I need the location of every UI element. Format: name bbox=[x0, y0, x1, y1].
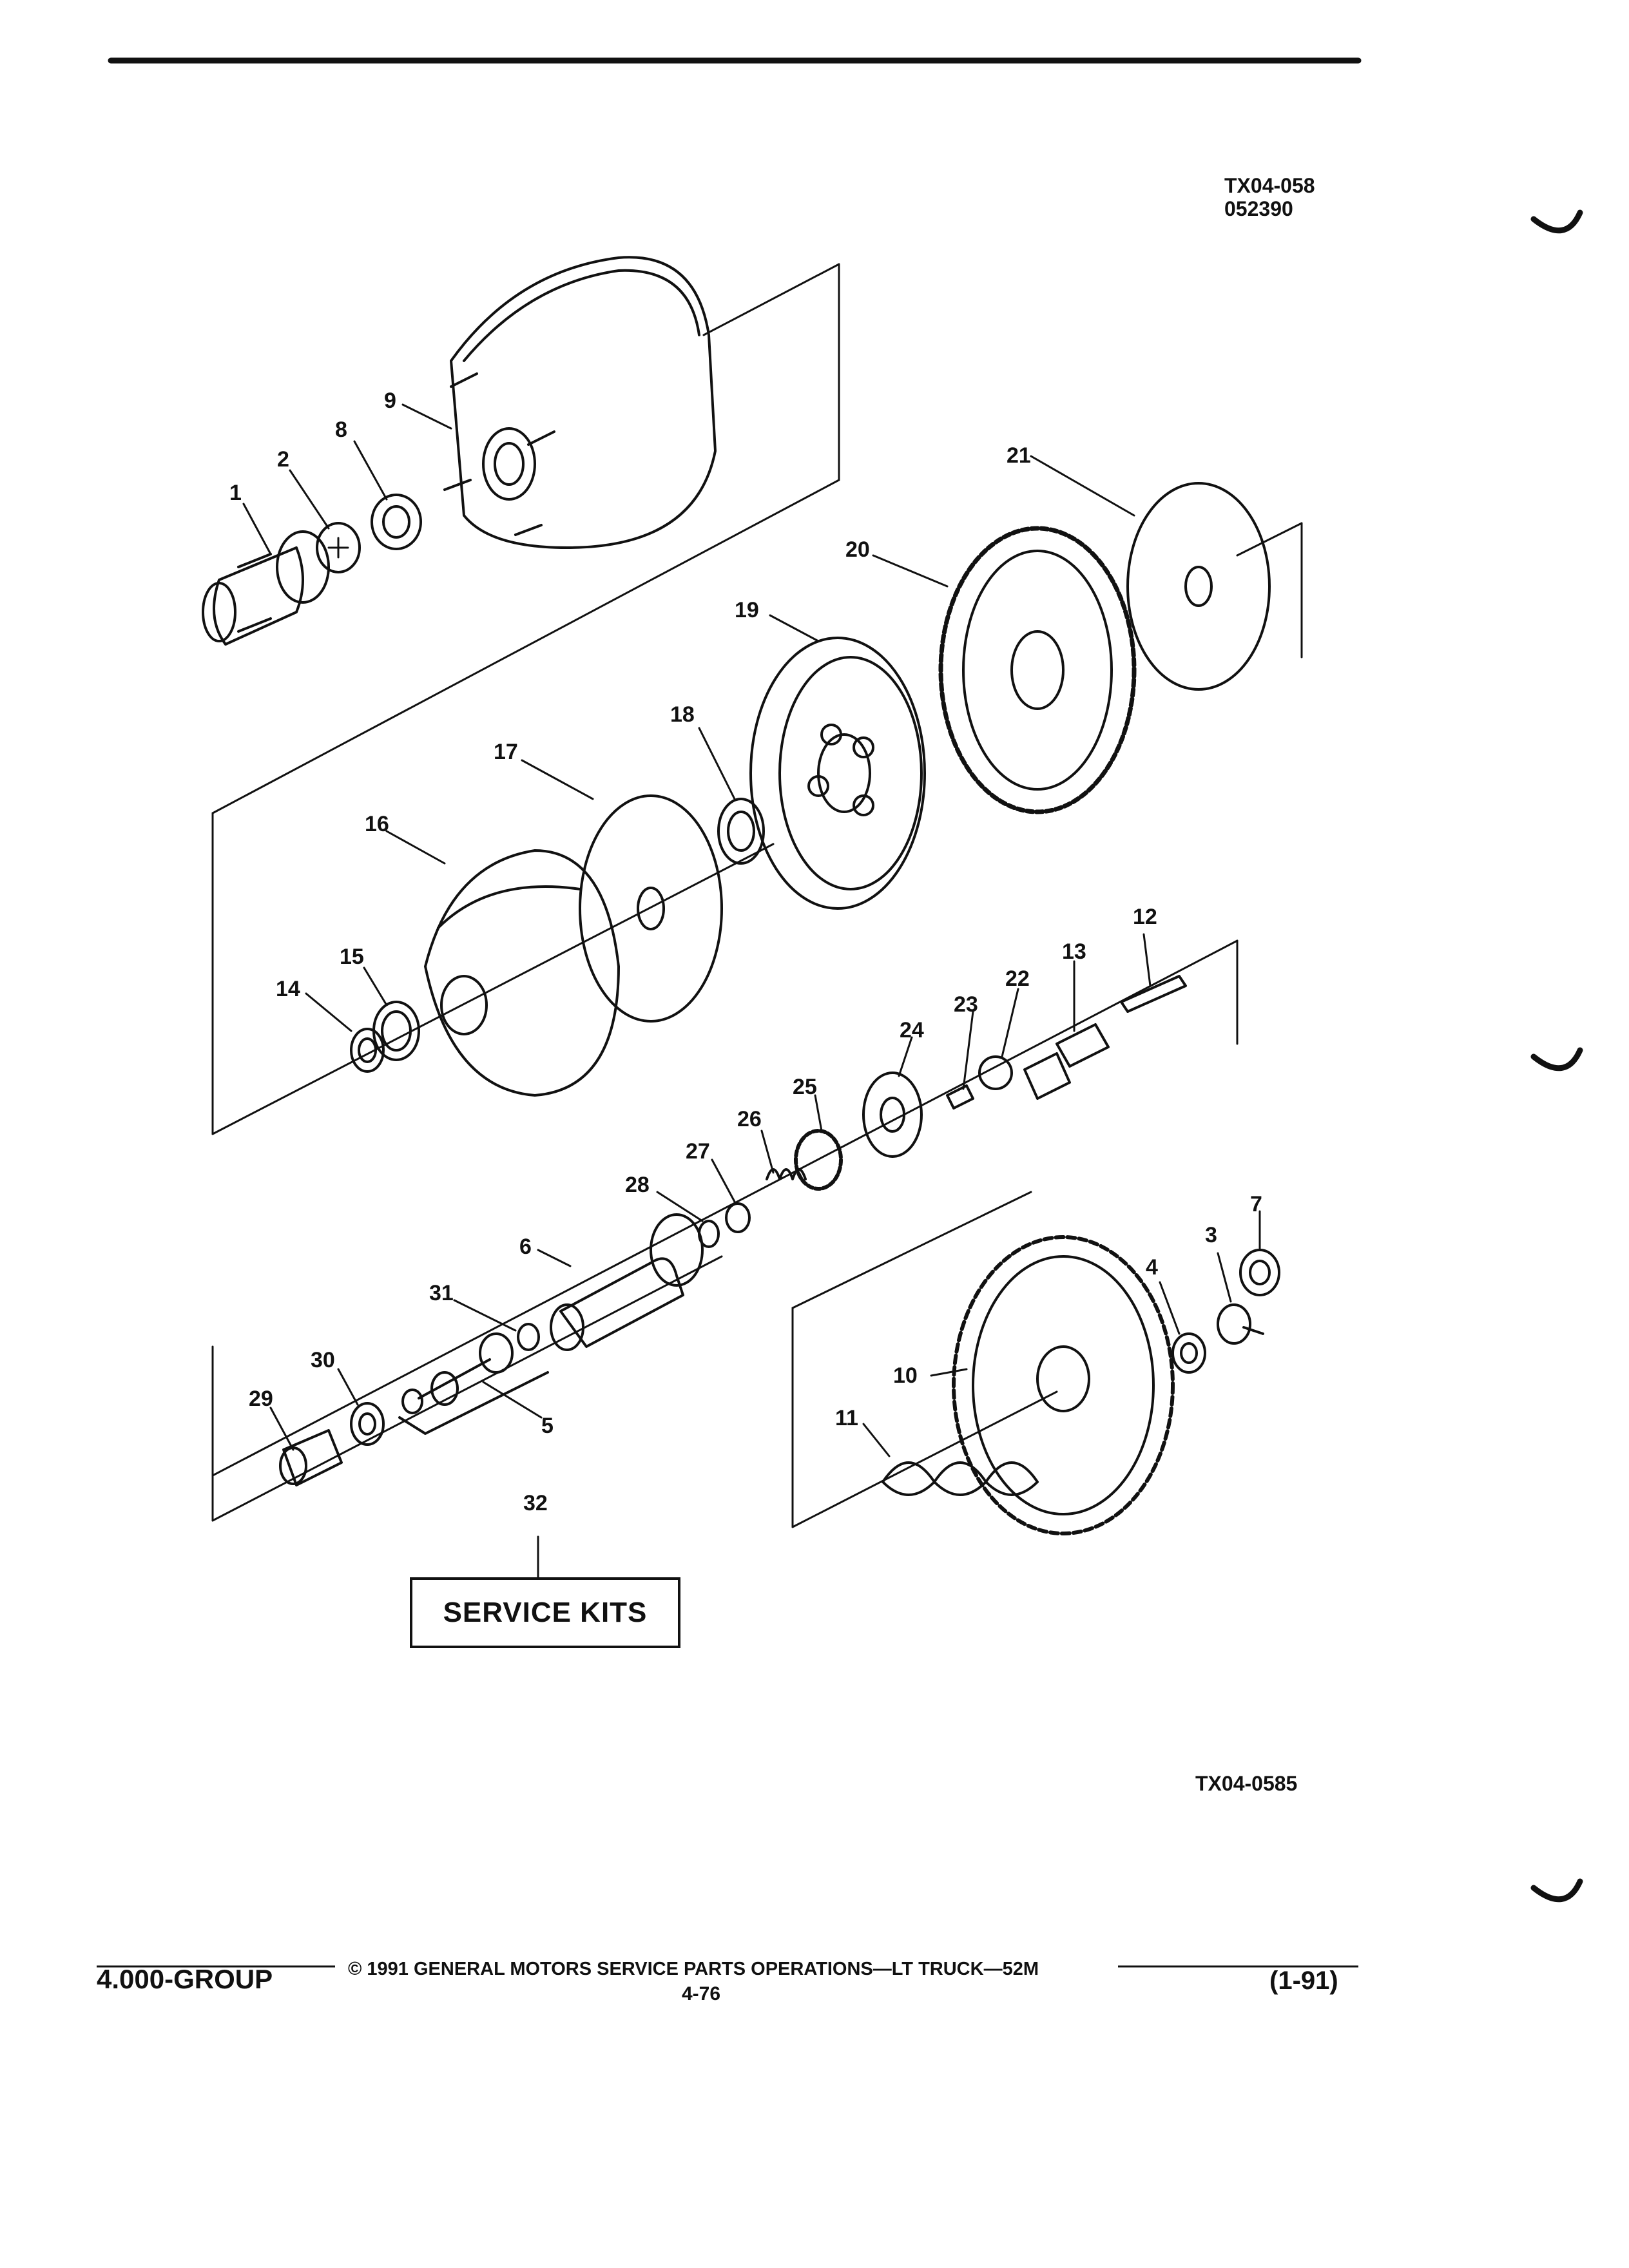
callout-10: 10 bbox=[893, 1363, 918, 1388]
part-13-shaft bbox=[1023, 1023, 1110, 1100]
figure-code: TX04-058 bbox=[1224, 174, 1315, 197]
part-7-seal bbox=[1239, 1249, 1280, 1296]
part-30-washer bbox=[350, 1402, 385, 1446]
part-17-plate bbox=[579, 794, 723, 1023]
callout-15: 15 bbox=[340, 945, 364, 969]
callout-27: 27 bbox=[686, 1139, 710, 1164]
section-frames bbox=[211, 263, 1303, 1528]
footer-page-number: 4-76 bbox=[682, 1983, 721, 2004]
part-9-pump-body bbox=[443, 256, 717, 549]
callout-4: 4 bbox=[1146, 1255, 1158, 1280]
callout-9: 9 bbox=[384, 389, 396, 413]
callout-8: 8 bbox=[335, 418, 347, 442]
binder-mark bbox=[1530, 1047, 1583, 1072]
figure-date: 052390 bbox=[1224, 197, 1293, 220]
figure-code-top: TX04-058 052390 bbox=[1224, 174, 1315, 220]
service-kits-label: SERVICE KITS bbox=[443, 1597, 648, 1628]
callout-12: 12 bbox=[1133, 905, 1157, 929]
part-12-pin bbox=[1120, 975, 1187, 1013]
part-4-bushing bbox=[1171, 1332, 1206, 1374]
part-21-plate bbox=[1126, 482, 1271, 691]
callout-18: 18 bbox=[670, 702, 695, 727]
callout-21: 21 bbox=[1007, 443, 1031, 468]
figure-code-bottom: TX04-0585 bbox=[1195, 1772, 1298, 1795]
callout-3: 3 bbox=[1205, 1223, 1217, 1247]
part-20-ring-disc bbox=[938, 526, 1137, 814]
callout-22: 22 bbox=[1005, 966, 1030, 991]
callout-7: 7 bbox=[1250, 1192, 1262, 1216]
part-24-plate bbox=[862, 1072, 923, 1158]
footer-revision: (1-91) bbox=[1269, 1966, 1338, 1995]
callout-32: 32 bbox=[523, 1491, 548, 1515]
callout-19: 19 bbox=[735, 598, 759, 622]
callout-5: 5 bbox=[541, 1414, 554, 1438]
part-14-washer bbox=[350, 1028, 385, 1073]
part-18-seal bbox=[717, 798, 765, 865]
part-31-ring bbox=[517, 1323, 540, 1351]
callout-6: 6 bbox=[519, 1235, 532, 1259]
callout-24: 24 bbox=[900, 1018, 924, 1043]
callout-20: 20 bbox=[845, 537, 870, 562]
service-kits-box: SERVICE KITS bbox=[410, 1577, 680, 1648]
callout-11: 11 bbox=[835, 1406, 858, 1430]
part-6-stator-shaft bbox=[550, 1213, 704, 1351]
callout-16: 16 bbox=[365, 812, 389, 836]
part-19-cover bbox=[749, 637, 926, 910]
part-22-cap bbox=[978, 1055, 1013, 1090]
footer-copyright: © 1991 GENERAL MOTORS SERVICE PARTS OPER… bbox=[348, 1959, 1039, 1979]
callout-23: 23 bbox=[954, 992, 978, 1017]
part-23-bolt bbox=[946, 1084, 974, 1110]
callout-29: 29 bbox=[249, 1387, 273, 1411]
callout-26: 26 bbox=[737, 1107, 762, 1131]
leader-lines bbox=[242, 403, 1261, 1579]
part-8-seal bbox=[371, 494, 422, 550]
callout-25: 25 bbox=[793, 1075, 817, 1099]
part-16-housing bbox=[424, 849, 620, 1097]
callout-13: 13 bbox=[1062, 939, 1086, 964]
part-2-washer bbox=[316, 522, 361, 573]
part-5-valve-assembly bbox=[398, 1332, 549, 1435]
callout-28: 28 bbox=[625, 1173, 650, 1197]
callout-17: 17 bbox=[494, 740, 518, 764]
part-3-fitting bbox=[1217, 1303, 1264, 1345]
binder-mark bbox=[1530, 1878, 1583, 1903]
callout-1: 1 bbox=[229, 481, 242, 505]
part-25-gear bbox=[794, 1129, 843, 1191]
binder-mark bbox=[1530, 209, 1583, 234]
footer-group: 4.000-GROUP bbox=[97, 1964, 273, 1994]
callout-2: 2 bbox=[277, 447, 289, 472]
callout-30: 30 bbox=[311, 1348, 335, 1372]
part-1-sleeve bbox=[202, 530, 330, 646]
callout-14: 14 bbox=[276, 977, 300, 1001]
part-11-spring bbox=[882, 1461, 1039, 1496]
part-10-pump-cover bbox=[952, 1235, 1175, 1535]
part-27-ring bbox=[725, 1202, 751, 1233]
callout-31: 31 bbox=[429, 1281, 454, 1305]
